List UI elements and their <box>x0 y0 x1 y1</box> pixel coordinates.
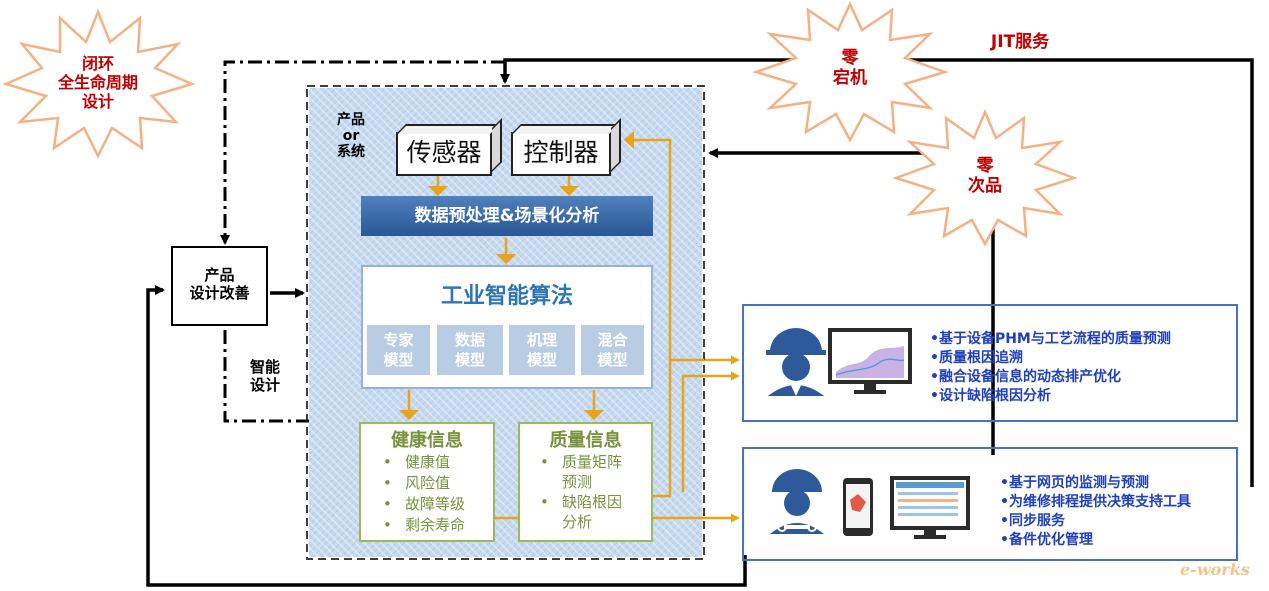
closed-loop-label: 闭环 全生命周期 设计 <box>57 54 138 112</box>
quality-service-list: •基于设备PHM与工艺流程的质量预测 •质量根因追溯 •融合设备信息的动态排产优… <box>930 330 1171 406</box>
feedback-loop-line <box>146 285 747 587</box>
hybrid-model: 混合 模型 <box>581 325 644 375</box>
quality-service-item: •质量根因追溯 <box>930 350 1023 366</box>
quality-service-item: •融合设备信息的动态排产优化 <box>930 369 1121 385</box>
preprocess-bar: 数据预处理&场景化分析 <box>361 196 653 236</box>
data-model: 数据 模型 <box>437 325 503 375</box>
quality-item: 缺陷根因 分析 <box>540 492 651 532</box>
mechanism-model: 机理 模型 <box>509 325 575 375</box>
product-system-label: 产品 or 系统 <box>337 112 365 161</box>
smart-design-dashdot-line <box>223 330 322 426</box>
health-info-list: 健康值 风险值 故障等级 剩余寿命 <box>361 452 493 536</box>
health-info-title: 健康信息 <box>391 430 463 451</box>
product-design-label: 产品 设计改善 <box>189 266 250 302</box>
phone-icon <box>843 478 873 536</box>
zero-defect-label: 零 次品 <box>968 156 1002 197</box>
health-item: 故障等级 <box>383 494 493 515</box>
quality-info-list: 质量矩阵 预测 缺陷根因 分析 <box>520 452 651 532</box>
quality-info-title: 质量信息 <box>549 430 622 451</box>
quality-service-panel <box>742 304 1238 422</box>
maintenance-service-item: •为维修排程提供决策支持工具 <box>1000 494 1191 510</box>
sensor-box: 传感器 <box>396 132 492 176</box>
maintenance-service-item: •备件优化管理 <box>1000 532 1093 548</box>
zero-downtime-burst <box>751 1 950 143</box>
engineer-helmet-icon <box>766 328 826 396</box>
algorithm-title: 工业智能算法 <box>440 284 573 309</box>
quality-item: 质量矩阵 预测 <box>540 452 651 492</box>
health-item: 健康值 <box>383 452 493 473</box>
health-item: 剩余寿命 <box>383 515 493 536</box>
technician-wrench-icon <box>770 469 824 534</box>
maintenance-service-item: •基于网页的监测与预测 <box>1000 475 1149 491</box>
smart-design-label: 智能 设计 <box>249 358 280 394</box>
closed-loop-dashdot-line <box>220 60 505 245</box>
expert-model: 专家 模型 <box>367 325 430 375</box>
maintenance-service-list: •基于网页的监测与预测 •为维修排程提供决策支持工具 •同步服务 •备件优化管理 <box>1000 474 1191 550</box>
controller-box: 控制器 <box>511 132 611 176</box>
zero-defect-burst <box>892 108 1078 247</box>
quality-service-item: •基于设备PHM与工艺流程的质量预测 <box>930 331 1171 347</box>
product-design-box <box>171 246 268 326</box>
eworks-watermark: e-works <box>1180 560 1250 579</box>
closed-loop-burst <box>2 8 196 159</box>
quality-service-item: •设计缺陷根因分析 <box>930 388 1051 404</box>
quality-info-box: 质量信息 质量矩阵 预测 缺陷根因 分析 <box>518 422 653 542</box>
monitor-icon <box>828 328 912 394</box>
health-item: 风险值 <box>383 473 493 494</box>
health-info-box: 健康信息 健康值 风险值 故障等级 剩余寿命 <box>359 422 495 542</box>
dashboard-monitor-icon <box>890 476 970 539</box>
maintenance-service-item: •同步服务 <box>1000 513 1065 529</box>
maintenance-service-panel <box>742 447 1238 561</box>
zero-downtime-label: 零 宕机 <box>833 48 867 89</box>
jit-service-label: JIT服务 <box>990 32 1050 52</box>
